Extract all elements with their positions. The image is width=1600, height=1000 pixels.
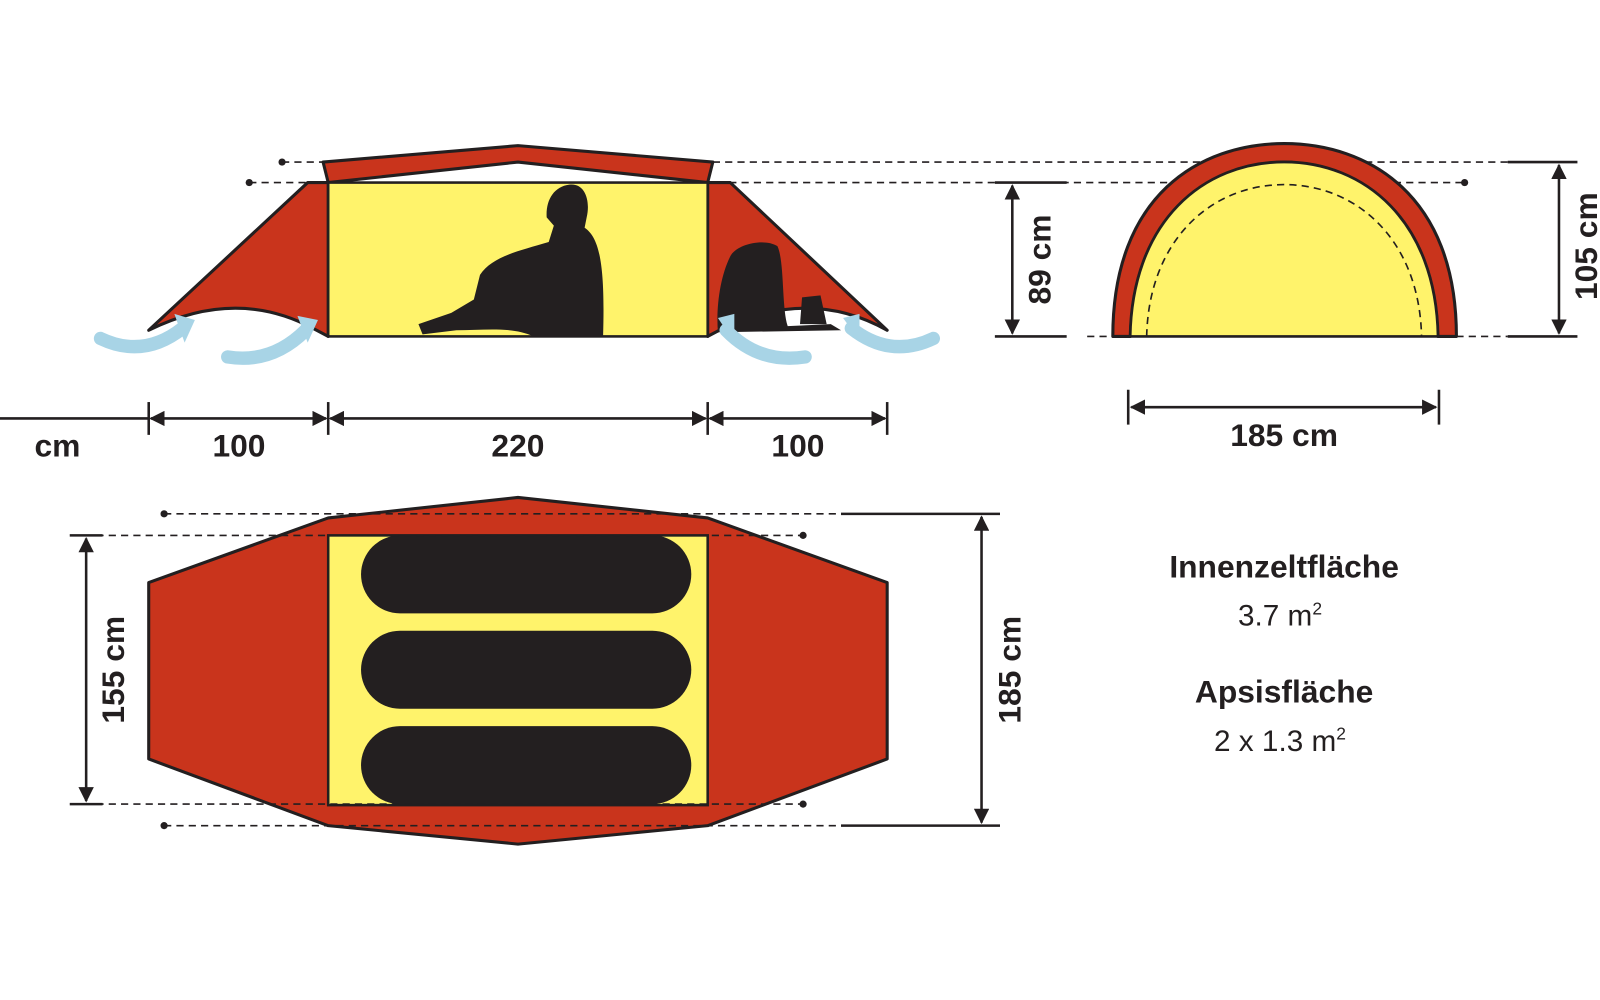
inner-height-label: 89 cm: [1021, 214, 1057, 304]
left-apse: [147, 181, 330, 338]
fly-roof: [321, 144, 715, 185]
sleeping-bag: [361, 535, 692, 614]
backpack-silhouette: [717, 242, 842, 333]
area-info: Innenzeltfläche 3.7 m2 Apsisfläche 2 x 1…: [1169, 548, 1399, 757]
end-width-label: 185 cm: [1230, 417, 1338, 453]
left-apse-length: 100: [212, 427, 265, 463]
apse-area-value: 2 x 1.3 m2: [1214, 723, 1346, 757]
apse-area-label: Apsisfläche: [1195, 674, 1373, 710]
sleeping-bags: [361, 535, 692, 805]
end-view: 105 cm 185 cm: [1087, 142, 1600, 453]
sleeping-bag: [361, 630, 692, 709]
end-height-label: 105 cm: [1568, 192, 1600, 300]
right-apse-length: 100: [771, 427, 824, 463]
top-inner-width-label: 155 cm: [95, 616, 131, 724]
side-view: cm 100 220 100 89 cm: [0, 144, 1508, 463]
sleeping-bag: [361, 726, 692, 805]
inner-length: 220: [491, 427, 544, 463]
inner-area-label: Innenzeltfläche: [1169, 548, 1399, 584]
airflow-arrows: [93, 313, 940, 365]
top-outer-width-label: 185 cm: [992, 616, 1028, 724]
top-view: 155 cm 185 cm: [69, 495, 1028, 846]
unit-label: cm: [34, 427, 80, 463]
inner-area-value: 3.7 m2: [1238, 598, 1322, 632]
seated-person-silhouette: [418, 184, 604, 337]
end-inner-tent: [1128, 160, 1440, 338]
